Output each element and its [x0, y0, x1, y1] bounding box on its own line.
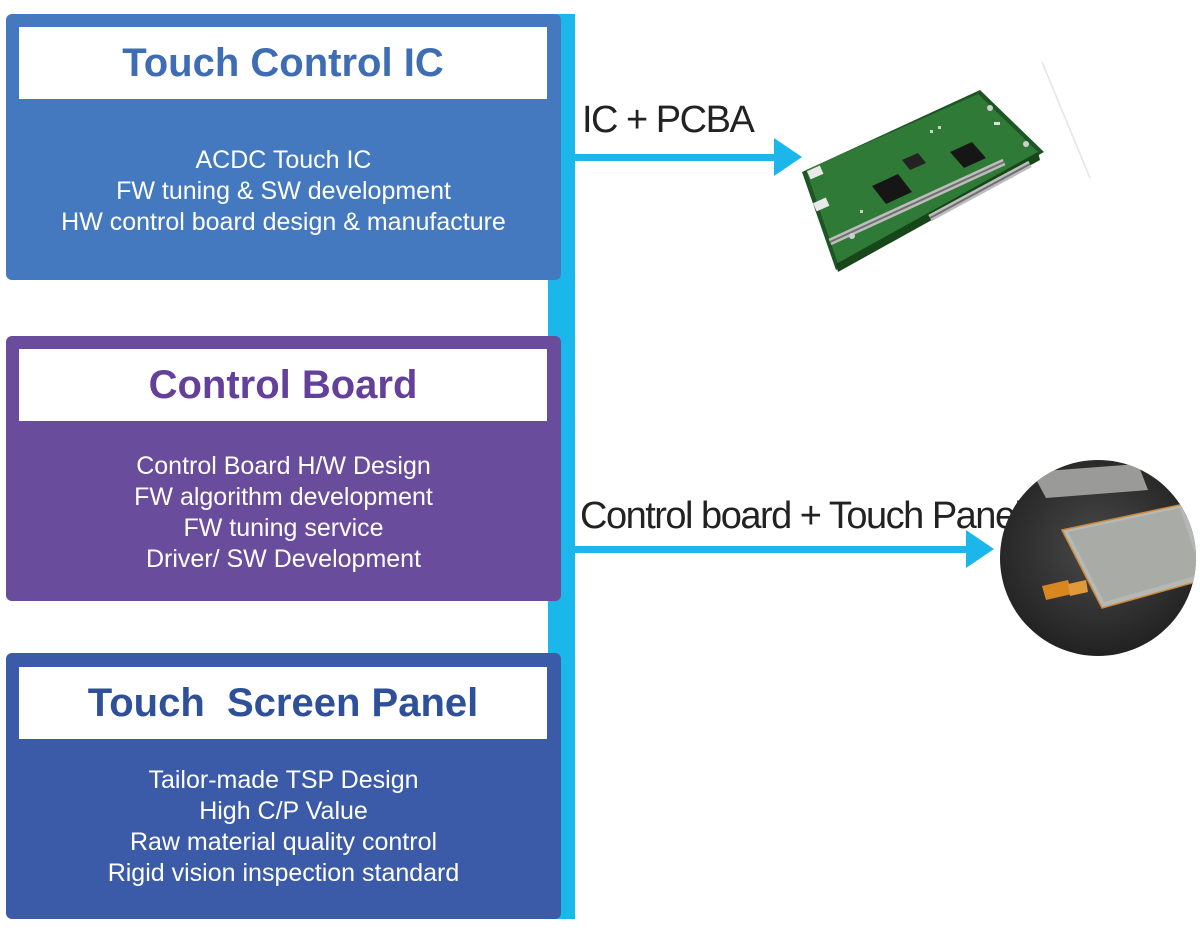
feature-item: Rigid vision inspection standard: [107, 859, 460, 887]
arrow-head-icon: [774, 138, 802, 176]
section-title: Control Board: [19, 349, 547, 421]
feature-list: ACDC Touch IC FW tuning & SW development…: [6, 145, 561, 238]
feature-item: High C/P Value: [199, 797, 368, 825]
arrow-label-ic-pcba: IC + PCBA: [582, 99, 755, 141]
feature-item: FW tuning service: [183, 514, 384, 542]
arrow-head-icon: [966, 530, 994, 568]
arrow-label-board-panel: Control board + Touch Panel: [580, 495, 1023, 537]
feature-list: Control Board H/W Design FW algorithm de…: [6, 451, 561, 575]
feature-item: Tailor-made TSP Design: [148, 766, 419, 794]
section-touch-screen-panel: Touch Screen Panel Tailor-made TSP Desig…: [6, 653, 561, 919]
feature-item: FW tuning & SW development: [116, 177, 451, 205]
section-title: Touch Control IC: [19, 27, 547, 99]
feature-item: Raw material quality control: [129, 828, 438, 856]
feature-item: HW control board design & manufacture: [61, 208, 506, 236]
feature-item: ACDC Touch IC: [195, 146, 372, 174]
section-title: Touch Screen Panel: [19, 667, 547, 739]
section-touch-control-ic: Touch Control IC ACDC Touch IC FW tuning…: [6, 14, 561, 280]
feature-list: Tailor-made TSP Design High C/P Value Ra…: [6, 765, 561, 889]
feature-item: FW algorithm development: [134, 483, 433, 511]
feature-item: Control Board H/W Design: [136, 452, 431, 480]
touch-panel-photo: [1000, 460, 1196, 656]
arrow-line: [575, 546, 968, 553]
pcba-board-photo: [802, 61, 1091, 272]
feature-item: Driver/ SW Development: [145, 545, 422, 573]
section-control-board: Control Board Control Board H/W Design F…: [6, 336, 561, 601]
arrow-line: [575, 154, 780, 161]
